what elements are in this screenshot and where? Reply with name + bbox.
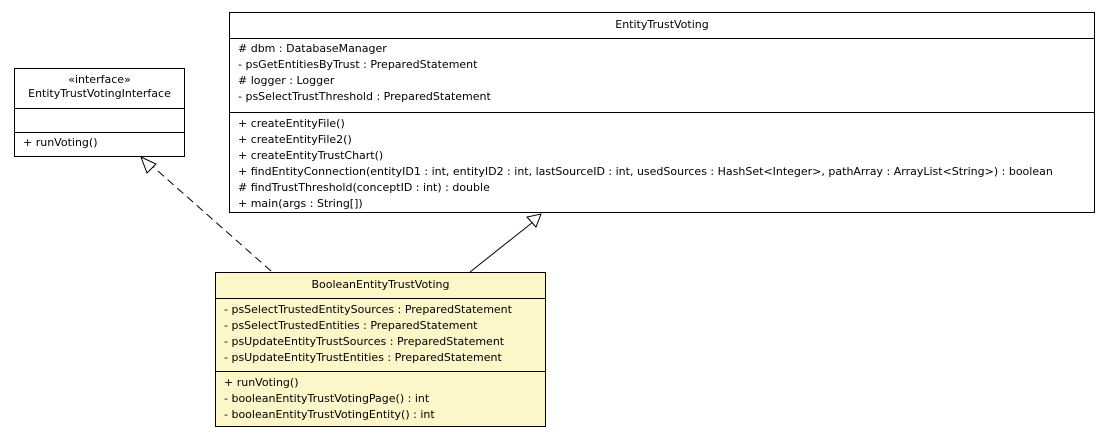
operations-compartment: + runVoting() [15, 133, 184, 156]
operation: + createEntityTrustChart() [238, 149, 384, 162]
attribute: - psGetEntitiesByTrust : PreparedStateme… [238, 58, 478, 71]
generalization-line [469, 221, 534, 273]
attribute: - psSelectTrustThreshold : PreparedState… [238, 90, 491, 103]
attributes-compartment: - psSelectTrustedEntitySources : Prepare… [216, 299, 545, 372]
class-name: EntityTrustVotingInterface [28, 87, 171, 100]
attribute: - psUpdateEntityTrustSources : PreparedS… [224, 335, 505, 348]
operation: - booleanEntityTrustVotingEntity() : int [224, 408, 435, 421]
operation: + runVoting() [224, 376, 299, 389]
attribute: - psUpdateEntityTrustEntities : Prepared… [224, 351, 502, 364]
operation: + findEntityConnection(entityID1 : int, … [238, 165, 1053, 178]
attribute: # logger : Logger [238, 74, 335, 87]
attributes-compartment [15, 109, 184, 133]
attribute: - psSelectTrustedEntities : PreparedStat… [224, 319, 478, 332]
class-boolean-entity-trust-voting[interactable]: BooleanEntityTrustVoting - psSelectTrust… [215, 272, 546, 427]
operation: + createEntityFile2() [238, 133, 352, 146]
class-header: «interface» EntityTrustVotingInterface [15, 69, 184, 109]
generalization-arrowhead [526, 213, 542, 228]
operations-compartment: + createEntityFile() + createEntityFile2… [230, 113, 1094, 212]
interface-entity-trust-voting-interface[interactable]: «interface» EntityTrustVotingInterface +… [14, 68, 185, 157]
class-entity-trust-voting[interactable]: EntityTrustVoting # dbm : DatabaseManage… [229, 12, 1095, 213]
attributes-compartment: # dbm : DatabaseManager - psGetEntitiesB… [230, 39, 1094, 113]
operations-compartment: + runVoting() - booleanEntityTrustVoting… [216, 372, 545, 426]
operation: - booleanEntityTrustVotingPage() : int [224, 392, 430, 405]
operation: + main(args : String[]) [238, 197, 363, 210]
operation: # findTrustThreshold(conceptID : int) : … [238, 181, 490, 194]
attribute: # dbm : DatabaseManager [238, 42, 387, 55]
operation: + runVoting() [23, 136, 98, 149]
realization-line [149, 163, 272, 272]
class-name: EntityTrustVoting [230, 13, 1094, 39]
stereotype-label: «interface» [68, 73, 131, 86]
class-name: BooleanEntityTrustVoting [216, 273, 545, 299]
attribute: - psSelectTrustedEntitySources : Prepare… [224, 303, 512, 316]
realization-arrowhead [140, 156, 157, 174]
operation: + createEntityFile() [238, 117, 345, 130]
